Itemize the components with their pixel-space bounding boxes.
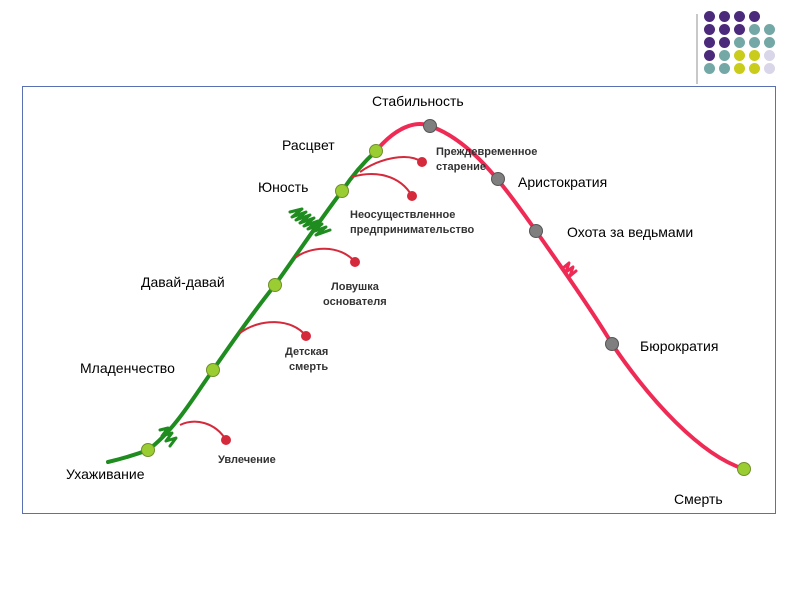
decor-dot [704,37,715,48]
decor-dot [749,11,760,22]
branch-unfulfilled [351,173,413,197]
node-adolescence [335,184,349,198]
branch-founder-trap [294,247,356,263]
decor-dot [764,24,775,35]
label-aristocracy: Аристократия [518,174,607,190]
node-infancy [206,363,220,377]
trap-label-affair: Увлечение [218,454,276,466]
decor-dot [734,63,745,74]
decor-dot [719,24,730,35]
decline-coil [561,261,578,278]
decor-dot-grid [704,11,794,86]
trap-label-founder-trap-1: Ловушка [331,281,380,293]
branch-affair [179,420,227,441]
label-courtship: Ухаживание [66,466,145,482]
decor-dot [734,24,745,35]
label-witch-hunt: Охота за ведьмами [567,224,693,240]
node-witch-hunt [529,224,543,238]
decor-dot [704,24,715,35]
branch-infant-mortality [239,321,307,337]
decor-dot [764,37,775,48]
node-stability [423,119,437,133]
label-adolescence: Юность [258,179,308,195]
decor-dot [734,11,745,22]
trap-label-unfulfilled-2: предпринимательство [350,224,474,236]
decor-dot [734,37,745,48]
decor-dot [719,50,730,61]
trap-dot-premature-aging [417,157,427,167]
trap-label-premature-aging-2: старение [436,161,486,173]
decor-dot [749,24,760,35]
decor-dot [719,11,730,22]
node-courtship [141,443,155,457]
node-prime [369,144,383,158]
node-death [737,462,751,476]
growth-coil-small [158,426,178,448]
decor-dot [749,37,760,48]
diagram-frame [22,86,776,514]
node-aristocracy [491,172,505,186]
label-bureaucracy: Бюрократия [640,338,718,354]
label-stability: Стабильность [372,93,464,109]
decor-dot [749,63,760,74]
decor-divider [696,14,698,84]
decor-dot [704,50,715,61]
node-bureaucracy [605,337,619,351]
decor-dot [764,63,775,74]
decor-dot [704,63,715,74]
growth-coil-large [288,207,332,237]
label-prime: Расцвет [282,137,335,153]
decor-dot [719,63,730,74]
decor-dot [704,11,715,22]
trap-dot-founder-trap [350,257,360,267]
trap-label-infant-mortality-1: Детская [285,346,328,358]
decor-dot [764,50,775,61]
label-go-go: Давай-давай [141,274,225,290]
trap-label-premature-aging-1: Преждевременное [436,146,537,158]
trap-label-founder-trap-2: основателя [323,296,387,308]
node-go-go [268,278,282,292]
label-death: Смерть [674,491,723,507]
trap-label-unfulfilled-1: Неосуществленное [350,209,455,221]
decor-dot [719,37,730,48]
trap-label-infant-mortality-2: смерть [289,361,328,373]
trap-dot-unfulfilled [407,191,417,201]
trap-dot-affair [221,435,231,445]
trap-dot-infant-mortality [301,331,311,341]
decor-dot [749,50,760,61]
decor-dot [734,50,745,61]
label-infancy: Младенчество [80,360,175,376]
